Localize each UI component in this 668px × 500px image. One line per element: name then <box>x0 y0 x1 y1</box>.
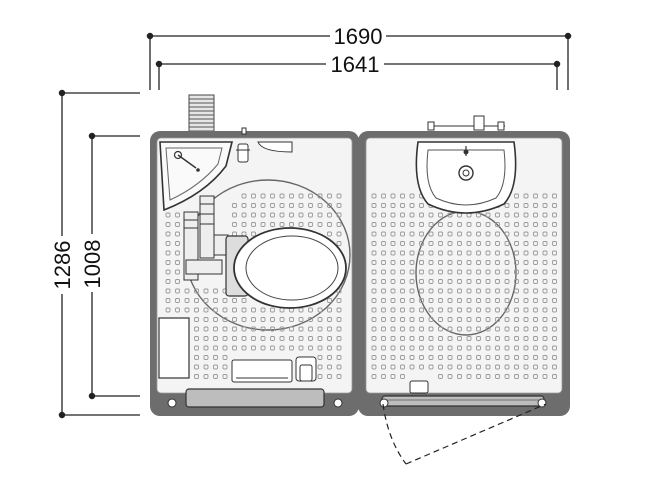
right-unit-floor <box>365 137 563 394</box>
dimension-label-inner-width: 1641 <box>331 52 380 77</box>
right-unit <box>358 115 570 416</box>
floor-hole-pattern <box>165 193 342 379</box>
floor-fixtures <box>231 356 317 383</box>
left-door-sill <box>185 388 325 408</box>
left-unit <box>150 127 359 416</box>
toilet-bowl <box>225 227 347 309</box>
wash-basin <box>415 141 517 214</box>
door-swing-arc <box>382 403 547 465</box>
wall-fixture <box>427 115 505 131</box>
floor-fixtures <box>409 380 429 394</box>
dimension-label-inner-depth: 1008 <box>80 240 105 289</box>
dimension-label-overall-depth: 1286 <box>50 241 75 290</box>
vent-pipe <box>188 94 215 137</box>
flush-pipe <box>183 195 229 281</box>
dimension-label-overall-width: 1690 <box>334 24 383 49</box>
dimension-lines <box>58 32 572 419</box>
corner-hand-sink <box>159 141 234 212</box>
right-door-sill <box>381 395 545 407</box>
floor-hole-pattern <box>371 193 557 379</box>
storage-cabinet <box>158 317 190 379</box>
paper-holder <box>236 127 293 163</box>
